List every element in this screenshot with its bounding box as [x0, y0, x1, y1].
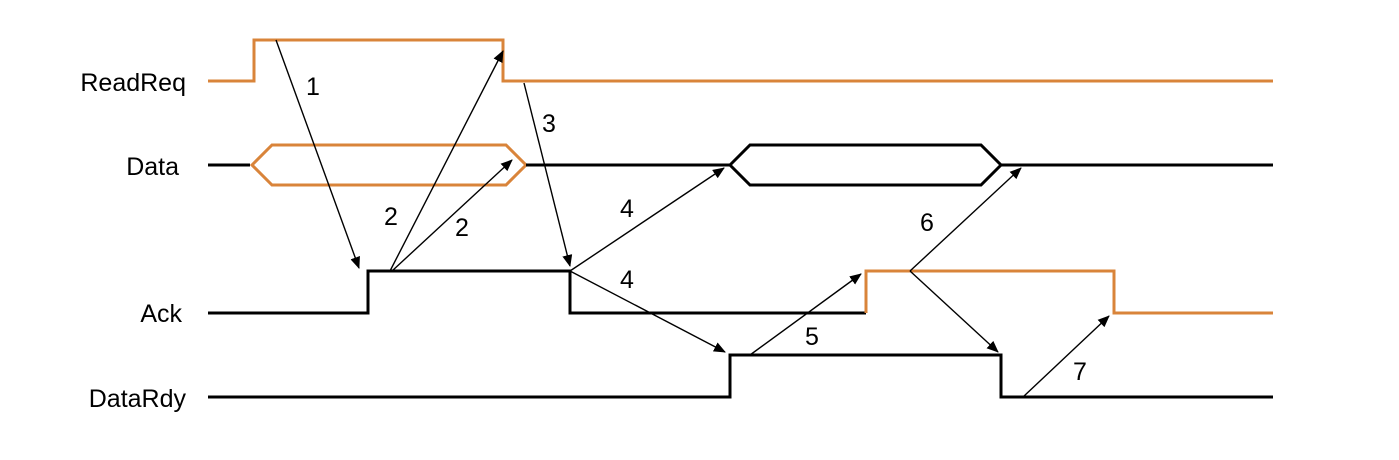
step-label-1: 1 — [306, 73, 320, 101]
signal-label-readreq: ReadReq — [80, 69, 186, 97]
arrow-7 — [1022, 315, 1110, 398]
arrow-4b — [569, 270, 726, 353]
arrow-1 — [275, 39, 360, 269]
step-label-5: 5 — [805, 323, 819, 351]
data-valid-bus-1 — [249, 143, 529, 187]
step-label-7: 7 — [1073, 358, 1087, 386]
step-label-4b: 4 — [620, 266, 634, 294]
arrow-6-down — [909, 270, 999, 353]
arrow-4a — [569, 167, 725, 272]
step-label-4a: 4 — [620, 195, 634, 223]
signal-label-data: Data — [126, 153, 179, 181]
ack-waveform-second-pulse — [864, 269, 1273, 315]
signal-label-datardy: DataRdy — [89, 385, 187, 413]
step-label-2a: 2 — [384, 203, 398, 231]
signal-label-ack: Ack — [140, 300, 182, 328]
ack-waveform-low-high — [208, 269, 866, 315]
data-valid-bus-2 — [727, 143, 1004, 187]
arrow-3 — [523, 82, 573, 267]
arrow-2a — [389, 50, 504, 272]
readreq-waveform — [208, 38, 1273, 83]
datardy-waveform — [208, 353, 1273, 399]
arrow-5 — [749, 273, 862, 356]
step-label-6: 6 — [920, 209, 934, 237]
step-label-3: 3 — [542, 110, 556, 138]
step-label-2b: 2 — [455, 214, 469, 242]
arrow-6 — [909, 167, 1022, 272]
arrow-2b — [391, 159, 513, 272]
